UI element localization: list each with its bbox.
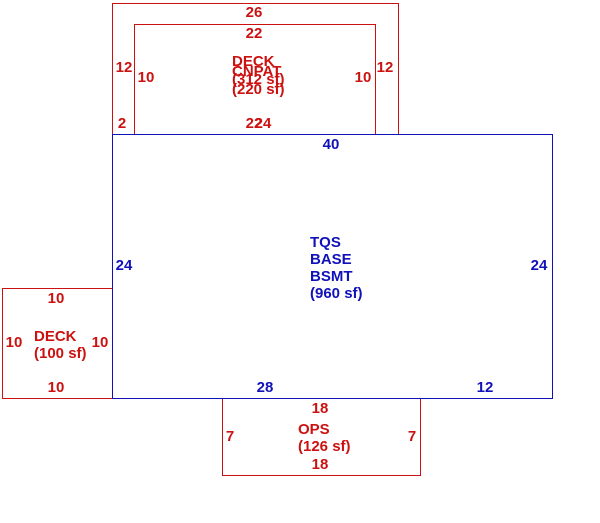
dim-cnpat-top: 22 — [246, 25, 263, 42]
dim-ops-top: 18 — [312, 400, 329, 417]
dim-deck-top-bottom-left: 2 — [118, 115, 126, 132]
dim-cnpat-right: 10 — [355, 69, 372, 86]
dim-deck-left-left: 10 — [6, 334, 23, 351]
dim-ops-right: 7 — [408, 428, 416, 445]
deck-left-area: (100 sf) — [34, 345, 87, 362]
base-label-line-2: BASE — [310, 251, 352, 268]
dim-deck-top-right: 12 — [377, 59, 394, 76]
dim-base-bottom-left: 28 — [257, 379, 274, 396]
dim-deck-left-top: 10 — [48, 290, 65, 307]
ops-name: OPS — [298, 421, 330, 438]
dim-deck-top-left: 12 — [116, 59, 133, 76]
dim-cnpat-left: 10 — [138, 69, 155, 86]
dim-deck-top-bottom-mid: 24 — [255, 115, 272, 132]
dim-ops-left: 7 — [226, 428, 234, 445]
dim-base-right: 24 — [531, 257, 548, 274]
base-label-line-1: TQS — [310, 234, 341, 251]
dim-deck-left-bottom: 10 — [48, 379, 65, 396]
base-area: (960 sf) — [310, 285, 363, 302]
cnpat-name: CNPAT — [232, 63, 281, 80]
deck-top-area: (312 sf) — [232, 71, 285, 88]
ops-area: (126 sf) — [298, 438, 351, 455]
base-outline — [112, 134, 553, 399]
dim-deck-left-right: 10 — [92, 334, 109, 351]
dim-cnpat-bottom: 22 — [246, 115, 263, 132]
cnpat-area: (220 sf) — [232, 81, 285, 98]
dim-base-left: 24 — [116, 257, 133, 274]
deck-left-name: DECK — [34, 328, 77, 345]
deck-top-name: DECK — [232, 53, 275, 70]
dim-base-top: 40 — [323, 136, 340, 153]
dim-deck-top-top: 26 — [246, 4, 263, 21]
base-label-line-3: BSMT — [310, 268, 353, 285]
dim-base-bottom-right: 12 — [477, 379, 494, 396]
dim-ops-bottom: 18 — [312, 456, 329, 473]
